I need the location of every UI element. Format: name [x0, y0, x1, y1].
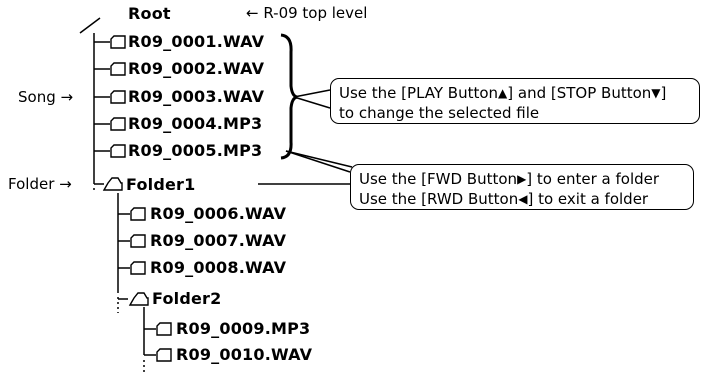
folder-navigation-callout: Use the [FWD Button▶] to enter a folder …: [350, 164, 694, 210]
song-label: Song →: [18, 88, 74, 106]
rewind-triangle-icon: ◀: [518, 192, 528, 206]
folder2-name: Folder2: [152, 289, 222, 308]
callout-line: Use the [PLAY Button▲] and [STOP Button▼…: [339, 84, 667, 102]
file-name: R09_0002.WAV: [128, 59, 265, 78]
file-name: R09_0004.MP3: [128, 114, 263, 133]
file-name: R09_0007.WAV: [150, 231, 287, 250]
folder1-name: Folder1: [126, 175, 196, 194]
file-name: R09_0001.WAV: [128, 32, 265, 51]
play-triangle-icon: ▲: [498, 86, 508, 100]
callout-line: to change the selected file: [339, 104, 540, 122]
root-label: Root: [128, 4, 171, 23]
callout-line: Use the [RWD Button◀] to exit a folder: [359, 190, 649, 208]
forward-triangle-icon: ▶: [517, 172, 527, 186]
folder-label: Folder →: [8, 175, 72, 193]
file-name: R09_0003.WAV: [128, 87, 265, 106]
file-name: R09_0009.MP3: [176, 319, 311, 338]
stop-triangle-icon: ▼: [651, 86, 661, 100]
select-file-callout: Use the [PLAY Button▲] and [STOP Button▼…: [330, 78, 700, 124]
file-name: R09_0008.WAV: [150, 258, 287, 277]
file-name: R09_0006.WAV: [150, 204, 287, 223]
file-name: R09_0010.WAV: [176, 345, 313, 364]
callout-line: Use the [FWD Button▶] to enter a folder: [359, 170, 660, 188]
root-note: ← R-09 top level: [246, 4, 368, 22]
file-name: R09_0005.MP3: [128, 141, 263, 160]
